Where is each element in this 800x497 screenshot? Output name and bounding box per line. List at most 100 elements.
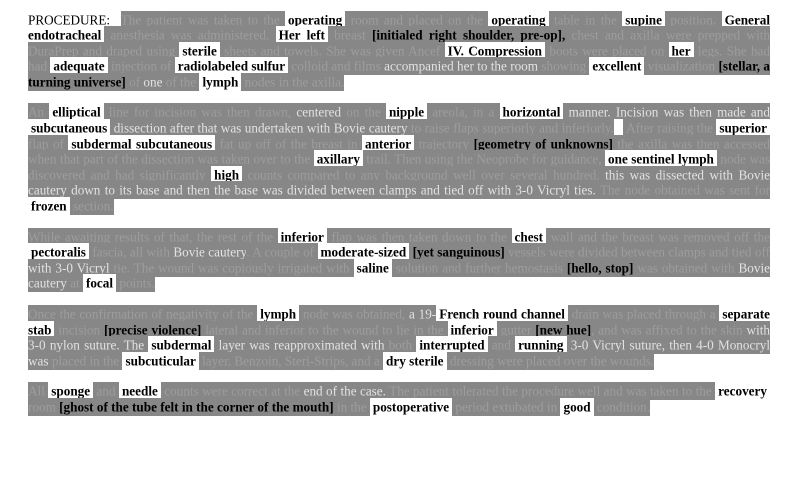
- inserted-phrase: [new hue]: [535, 320, 592, 339]
- redacted-text: lateral and inferior to the wound to lie…: [201, 320, 448, 339]
- redacted-text: Once the confirmation of negativity of t…: [28, 305, 258, 323]
- redacted-text: breast: [327, 26, 372, 45]
- redacted-text: visualization: [644, 57, 719, 76]
- kept-word: moderate-sized: [317, 243, 410, 262]
- kept-word: operating: [285, 10, 346, 29]
- redacted-text: incision: [54, 320, 104, 339]
- kept-word: frozen: [28, 197, 70, 216]
- kept-word: high: [211, 165, 243, 184]
- redacted-text: anesthesia was administered.: [104, 26, 276, 45]
- kept-word: focal: [82, 274, 117, 293]
- redacted-text: gutter: [496, 320, 536, 339]
- redacted-text: line for incision was then drawn,: [103, 103, 297, 122]
- redacted-text: All: [28, 382, 49, 401]
- redacted-text: layer. Benzoin, Steri-Strips, and a: [198, 351, 384, 370]
- redacted-text: both: [388, 336, 417, 355]
- kept-word: subcutaneous: [28, 119, 111, 138]
- redacted-text: was obtained with: [633, 258, 739, 277]
- paragraph: PROCEDURE: The patient was taken to the …: [28, 10, 770, 91]
- kept-word: supine: [622, 10, 665, 29]
- redacted-text: at: [66, 274, 83, 293]
- redacted-text: An: [28, 103, 50, 122]
- redacted-text: room and placed on the: [345, 10, 489, 29]
- redacted-text: points.: [116, 274, 155, 293]
- kept-word: operating: [488, 10, 549, 29]
- redacted-text: showing: [538, 57, 590, 76]
- redacted-text: After raising the: [623, 119, 717, 138]
- inserted-phrase: [geometry of unknowns]: [473, 134, 613, 153]
- kept-word: good: [560, 397, 594, 416]
- paragraph: Once the confirmation of negativity of t…: [28, 305, 771, 370]
- paragraph: All sponge and needle counts were correc…: [28, 382, 770, 416]
- kept-word: excellent: [589, 57, 645, 76]
- kept-word: inferior: [447, 320, 497, 339]
- kept-word: radiolabeled sulfur: [174, 57, 289, 76]
- kept-word: Her left: [275, 26, 328, 45]
- redacted-text: period extubated in: [452, 397, 561, 416]
- redacted-text: solution and further hemostasis: [391, 258, 567, 277]
- redacted-text: flap was then taken down to the: [326, 227, 512, 246]
- inserted-phrase: [yet sanguinous]: [409, 243, 505, 262]
- ghost-text: with 3-0 Vicryl: [28, 258, 110, 277]
- redacted-text: table in the: [548, 10, 623, 29]
- kept-word: nipple: [385, 103, 428, 122]
- redacted-text: dressing were placed over the wounds.: [446, 351, 655, 370]
- ghost-text: layer was reapproximated with: [214, 336, 389, 355]
- redacted-text: The node obtained was sent for: [595, 181, 770, 200]
- kept-word: interrupted: [416, 336, 488, 355]
- kept-word: elliptical: [49, 103, 104, 122]
- kept-word: axillary: [313, 150, 363, 169]
- kept-word: dry sterile: [383, 351, 447, 370]
- kept-word: inferior: [277, 227, 327, 246]
- redacted-text: position.: [664, 10, 722, 29]
- kept-word: her: [668, 41, 694, 60]
- paragraph: While awaiting results of that, the rest…: [28, 227, 771, 293]
- redacted-text: node was obtained,: [299, 305, 409, 323]
- procedure-document: PROCEDURE: The patient was taken to the …: [28, 10, 771, 416]
- kept-word: anterior: [362, 134, 415, 153]
- redacted-text: counts compared to any background well o…: [242, 165, 606, 184]
- redacted-text: The patient tolerated the procedure well…: [385, 382, 716, 401]
- kept-word: saline: [353, 258, 392, 277]
- kept-word: [613, 119, 624, 138]
- kept-word: French round channel: [436, 305, 568, 323]
- kept-word: subcuticular: [122, 351, 199, 370]
- redacted-text: The patient was taken to the: [120, 10, 286, 29]
- redacted-text: boots were placed on: [545, 41, 669, 60]
- ghost-text: accompanied her to the room: [384, 57, 539, 76]
- redacted-text: counts were correct at the: [160, 382, 304, 401]
- ghost-text: one: [143, 72, 163, 91]
- kept-word: pectoralis: [28, 243, 89, 262]
- kept-word: recovery: [715, 382, 770, 401]
- redacted-text: placed in the: [51, 351, 123, 370]
- redacted-text: tie. The wound was copiously irrigated w…: [109, 258, 354, 277]
- redacted-text: nodes in the axilla.: [241, 72, 345, 91]
- ghost-text: dissection after that was undertaken wit…: [110, 119, 411, 138]
- kept-word: subdermal: [148, 336, 215, 355]
- kept-word: subdermal subcutaneous: [68, 134, 216, 153]
- inserted-phrase: [precise violence]: [103, 320, 202, 339]
- redacted-text: , and was affixed to the skin: [591, 320, 747, 339]
- redacted-text: to raise flaps superiorly and inferiorly…: [411, 119, 614, 138]
- redacted-text: fat up off of the breast in: [215, 134, 362, 153]
- redacted-text: and: [487, 336, 516, 355]
- redacted-text: trajectory: [414, 134, 474, 153]
- redacted-text: vessels were divided between clamps and …: [504, 243, 771, 262]
- ghost-text: manner. Incision was then made and: [563, 103, 770, 122]
- kept-word: adequate: [50, 57, 108, 76]
- ghost-text: a 19-: [409, 305, 437, 323]
- redacted-text: colloid and films: [288, 57, 385, 76]
- kept-word: IV. Compression: [444, 41, 546, 60]
- redacted-text: areola, in a: [427, 103, 500, 122]
- kept-word: sponge: [48, 382, 94, 401]
- kept-word: postoperative: [369, 397, 453, 416]
- kept-word: horizontal: [499, 103, 564, 122]
- inserted-phrase: [hello, stop]: [566, 258, 634, 277]
- redacted-text: . A couple of: [246, 243, 318, 262]
- kept-word: lymph: [257, 305, 300, 323]
- redacted-text: section.: [69, 197, 114, 216]
- redacted-text: condition.: [593, 397, 651, 416]
- redacted-text: injection of: [107, 57, 175, 76]
- inserted-phrase: [initialed right shoulder, pre-op],: [371, 26, 566, 45]
